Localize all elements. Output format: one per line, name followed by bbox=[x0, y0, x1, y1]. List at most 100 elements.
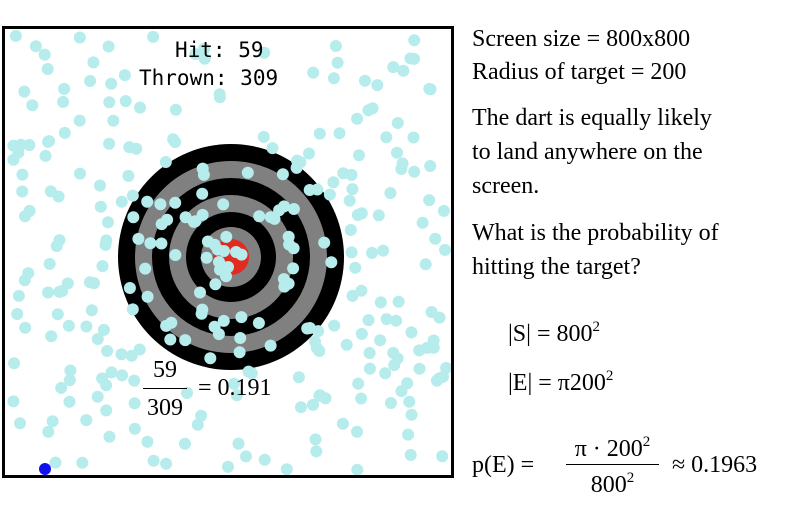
dart-marker bbox=[141, 290, 154, 303]
dart-marker bbox=[105, 366, 118, 379]
dartboard-scene bbox=[7, 29, 451, 475]
dart-marker bbox=[331, 56, 344, 69]
screen-size-text: Screen size = 800x800 bbox=[472, 26, 691, 52]
dart-marker bbox=[116, 369, 129, 382]
dart-marker bbox=[128, 422, 141, 435]
dart-marker bbox=[102, 40, 115, 53]
dart-marker bbox=[91, 333, 104, 345]
hit-label: Hit: bbox=[175, 38, 226, 62]
dart-marker bbox=[141, 435, 154, 448]
dart-marker bbox=[363, 362, 376, 375]
probability-numerator-exponent: 2 bbox=[642, 434, 651, 450]
dart-marker bbox=[362, 314, 375, 327]
dart-marker bbox=[266, 142, 279, 155]
dart-marker bbox=[280, 463, 293, 475]
dart-marker bbox=[19, 210, 31, 223]
dart-marker bbox=[234, 332, 247, 344]
statement-line-1: The dart is equally likely bbox=[472, 105, 712, 131]
dart-marker bbox=[359, 74, 371, 87]
dart-marker bbox=[196, 208, 209, 221]
event-formula: |E| = π2002 bbox=[508, 369, 613, 396]
dart-marker bbox=[377, 244, 390, 257]
dart-marker bbox=[144, 237, 157, 250]
dart-marker bbox=[252, 317, 265, 329]
dart-marker bbox=[103, 137, 116, 150]
dart-marker bbox=[58, 82, 71, 95]
dart-marker bbox=[45, 330, 58, 343]
dart-marker bbox=[425, 306, 438, 318]
dart-marker bbox=[167, 133, 180, 146]
question-line-2: hitting the target? bbox=[472, 254, 641, 280]
probability-fraction-bar bbox=[566, 464, 659, 465]
question-line-1: What is the probability of bbox=[472, 220, 719, 246]
dart-marker bbox=[84, 276, 96, 289]
dart-marker bbox=[132, 232, 145, 245]
dart-marker bbox=[391, 146, 403, 159]
dart-marker bbox=[287, 203, 300, 215]
probability-lhs: p(E) = bbox=[472, 452, 535, 478]
dart-marker bbox=[390, 314, 403, 327]
dart-marker bbox=[160, 457, 173, 470]
dart-marker bbox=[351, 112, 364, 125]
hit-value: 59 bbox=[238, 38, 264, 62]
dart-marker bbox=[181, 387, 193, 399]
dart-marker bbox=[345, 168, 358, 181]
dart-marker bbox=[222, 460, 234, 473]
dart-marker bbox=[336, 417, 349, 430]
dart-marker bbox=[213, 256, 225, 268]
dart-marker bbox=[80, 414, 93, 427]
dart-marker bbox=[218, 245, 230, 257]
dart-marker bbox=[96, 260, 109, 273]
dart-marker bbox=[405, 408, 418, 421]
ratio-result: = 0.191 bbox=[198, 375, 272, 401]
dart-marker bbox=[52, 190, 65, 203]
dart-marker bbox=[164, 333, 177, 346]
statement-line-3: screen. bbox=[472, 173, 540, 199]
dart-marker bbox=[169, 103, 182, 116]
dart-marker bbox=[49, 456, 62, 469]
dart-marker bbox=[200, 251, 213, 264]
dart-marker bbox=[408, 165, 421, 178]
dart-marker bbox=[123, 141, 136, 154]
dart-marker bbox=[159, 156, 172, 168]
simulation-canvas[interactable]: Hit: 59 Thrown: 309 bbox=[2, 26, 454, 478]
dart-marker bbox=[209, 278, 222, 291]
dart-marker bbox=[42, 425, 55, 438]
dart-marker bbox=[62, 319, 75, 332]
dart-marker bbox=[340, 338, 353, 351]
dart-marker bbox=[134, 101, 146, 114]
dart-marker bbox=[349, 261, 362, 274]
thrown-counter: Thrown: 309 bbox=[139, 68, 278, 89]
dart-marker bbox=[363, 347, 376, 359]
probability-denominator-exponent: 2 bbox=[626, 470, 635, 486]
dart-marker bbox=[196, 303, 209, 316]
probability-numerator: π · 2002 bbox=[560, 434, 665, 463]
dart-marker bbox=[353, 149, 365, 162]
dart-marker bbox=[12, 289, 25, 302]
target-radius-text: Radius of target = 200 bbox=[472, 59, 687, 85]
dart-marker bbox=[169, 249, 182, 261]
dart-marker bbox=[379, 367, 392, 380]
dart-marker bbox=[278, 200, 291, 213]
ratio-denominator: 309 bbox=[147, 395, 183, 421]
dart-marker bbox=[232, 437, 245, 450]
sample-space-formula: |S| = 8002 bbox=[508, 320, 600, 347]
dart-marker bbox=[366, 246, 378, 259]
dart-marker bbox=[230, 246, 242, 258]
dart-marker bbox=[115, 195, 128, 208]
dart-marker bbox=[105, 77, 118, 90]
dart-marker bbox=[7, 395, 20, 408]
dart-marker bbox=[73, 114, 86, 127]
dart-marker bbox=[18, 85, 31, 98]
dart-marker bbox=[303, 147, 315, 160]
dart-marker bbox=[127, 211, 140, 224]
dart-marker bbox=[64, 364, 77, 377]
dart-marker bbox=[222, 261, 234, 273]
dart-marker bbox=[258, 453, 271, 466]
thrown-value: 309 bbox=[240, 66, 279, 90]
dart-marker bbox=[38, 48, 51, 61]
dart-marker bbox=[392, 295, 405, 308]
dart-marker bbox=[196, 187, 209, 200]
dart-marker bbox=[119, 95, 132, 108]
dart-marker bbox=[355, 284, 368, 297]
